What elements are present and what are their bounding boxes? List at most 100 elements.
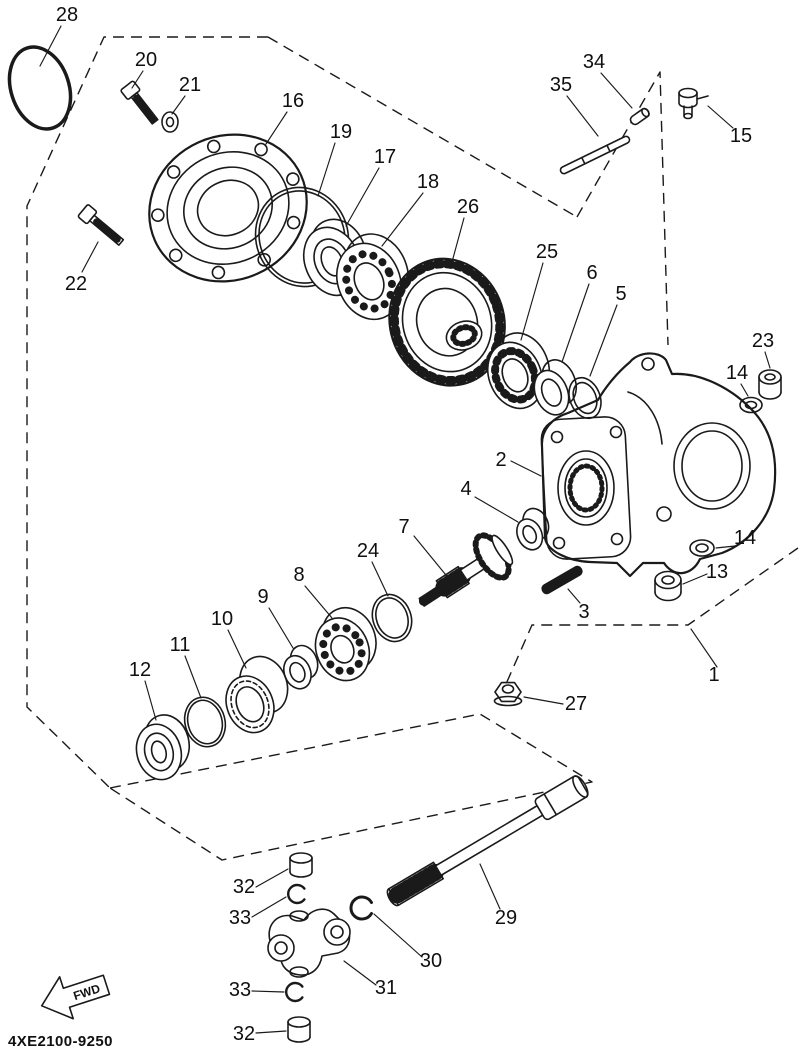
leader-line: [371, 561, 389, 597]
dashed-boundary-diagonal: [267, 36, 578, 218]
leader-line: [523, 696, 564, 705]
part-washer-14a: [739, 396, 763, 414]
callout-32b: 32: [233, 1023, 255, 1045]
leader-line: [474, 496, 519, 523]
part-bearing-25: [486, 332, 551, 410]
leader-line: [343, 960, 377, 986]
part-snap-ring-30: [349, 895, 373, 921]
part-rod-35: [559, 135, 631, 175]
leader-line: [251, 896, 287, 918]
callout-4: 4: [460, 478, 471, 500]
dashed-boundary-topright: [576, 71, 669, 346]
fwd-arrow-outline: [40, 974, 111, 1020]
leader-line: [171, 95, 186, 115]
callout-19: 19: [330, 121, 352, 143]
part-bolt-20: [120, 80, 159, 125]
callout-29: 29: [495, 907, 517, 929]
part-washer-21: [161, 111, 179, 133]
callout-30: 30: [420, 950, 442, 972]
leader-line: [567, 588, 581, 604]
part-bolt-22: [77, 204, 125, 246]
part-cover-plate-16: [148, 133, 308, 283]
part-snap-ring-33a: [287, 883, 306, 905]
leader-line: [381, 192, 424, 247]
callout-10: 10: [211, 608, 233, 630]
part-bearing-18: [335, 233, 410, 321]
part-plug-23: [758, 369, 782, 400]
callout-24: 24: [357, 540, 379, 562]
leader-line: [255, 868, 289, 888]
leader-line: [589, 304, 618, 377]
part-snap-ring-33b: [285, 981, 304, 1003]
leader-line: [227, 629, 247, 669]
leader-line: [715, 545, 736, 549]
callout-5: 5: [615, 283, 626, 305]
callout-17: 17: [374, 146, 396, 168]
leader-lines: [39, 25, 771, 1034]
callout-22: 22: [65, 273, 87, 295]
part-bearing-cap-32a: [289, 852, 313, 878]
leader-line: [566, 95, 599, 137]
callout-32a: 32: [233, 876, 255, 898]
callout-16: 16: [282, 90, 304, 112]
leader-line: [304, 585, 333, 619]
part-plug-13: [654, 570, 682, 602]
callout-33a: 33: [229, 907, 251, 929]
dashed-boundary-left: [26, 36, 268, 789]
callout-labels: 28 20 21 16 19 17 18 26 35 34 15 25 6 5 …: [56, 4, 774, 1045]
callout-27: 27: [565, 693, 587, 715]
dashed-boundary-driveshaft: [109, 713, 593, 861]
leader-line: [600, 72, 633, 109]
callout-3: 3: [578, 601, 589, 623]
part-ring-nut-10: [225, 655, 289, 734]
callout-34: 34: [583, 51, 605, 73]
leader-line: [39, 25, 62, 67]
callout-8: 8: [293, 564, 304, 586]
leader-line: [373, 913, 423, 958]
leader-line: [561, 283, 590, 363]
callout-14a: 14: [726, 362, 748, 384]
leader-line: [265, 111, 288, 145]
leader-line: [690, 628, 718, 668]
callout-11: 11: [170, 634, 191, 656]
part-pin-34: [629, 107, 650, 126]
callout-14b: 14: [734, 527, 756, 549]
fwd-arrow: FWD: [40, 974, 111, 1020]
part-drive-shaft-29: [386, 775, 589, 907]
leader-line: [345, 167, 380, 227]
leader-line: [520, 262, 544, 341]
part-oring-11: [183, 696, 227, 748]
diagram-part-code: 4XE2100-9250: [8, 1033, 113, 1050]
leader-line: [682, 573, 708, 585]
callout-2: 2: [495, 449, 506, 471]
part-bearing-cap-32b: [287, 1016, 311, 1043]
part-oring-24: [371, 593, 413, 643]
callout-35: 35: [550, 74, 572, 96]
callout-21: 21: [179, 74, 201, 96]
callout-23: 23: [752, 330, 774, 352]
part-nut-27: [493, 681, 523, 707]
leader-line: [184, 655, 202, 699]
dashed-boundary-bottomright: [505, 547, 799, 685]
callout-7: 7: [398, 516, 409, 538]
callout-31: 31: [375, 977, 397, 999]
leader-line: [268, 607, 294, 649]
part-collar-4: [516, 507, 550, 551]
callout-25: 25: [536, 241, 558, 263]
callout-15: 15: [730, 125, 752, 147]
leader-line: [740, 383, 749, 397]
leader-line: [317, 142, 336, 197]
leader-line: [764, 351, 771, 369]
leader-line: [451, 217, 465, 263]
part-pinion-shaft-7: [418, 532, 514, 607]
leader-line: [479, 863, 501, 910]
part-washer-14b: [689, 539, 715, 557]
callout-18: 18: [417, 171, 439, 193]
callout-12: 12: [129, 659, 151, 681]
callout-26: 26: [457, 196, 479, 218]
leader-line: [144, 680, 157, 721]
part-collar-6: [533, 359, 578, 416]
callout-9: 9: [257, 586, 268, 608]
part-breather-15: [678, 87, 709, 120]
